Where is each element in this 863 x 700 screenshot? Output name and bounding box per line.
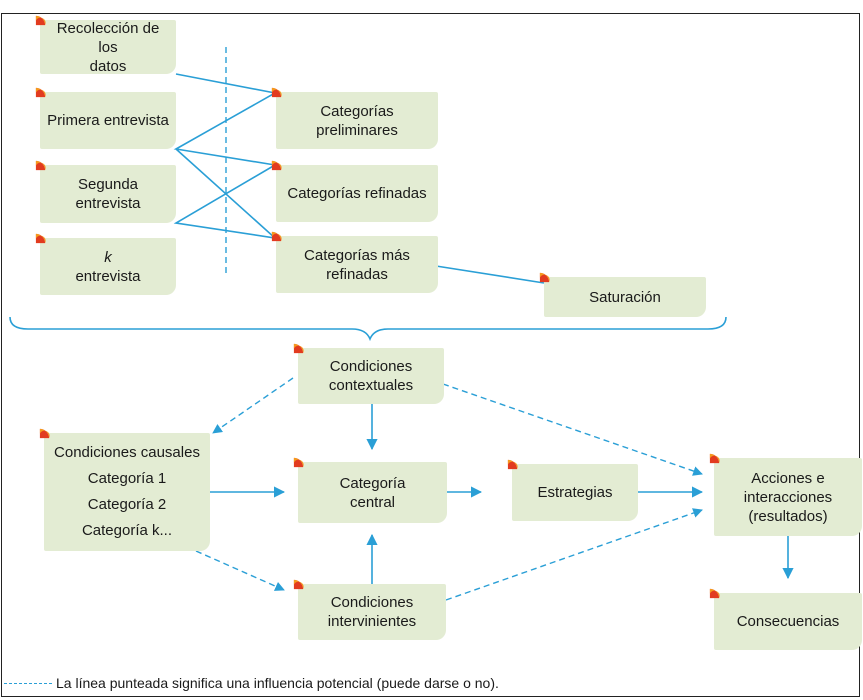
corner-tab-icon bbox=[39, 428, 50, 439]
box-consecuencias: Consecuencias bbox=[709, 588, 862, 650]
label-line: k bbox=[104, 248, 112, 266]
corner-tab-icon bbox=[293, 457, 304, 468]
corner-tab-icon bbox=[35, 233, 46, 244]
corner-tab-icon bbox=[271, 160, 282, 171]
label-line: Segunda entrevista bbox=[75, 176, 141, 212]
dashed-intervinientes-acciones bbox=[445, 508, 703, 601]
box-categorias-refinadas: Categorías refinadas bbox=[271, 160, 438, 222]
label-line: (resultados) bbox=[748, 507, 828, 525]
box-condiciones-contextuales: Condiciones contextuales bbox=[293, 343, 444, 404]
corner-tab-icon bbox=[271, 87, 282, 98]
legend: La línea punteada significa una influenc… bbox=[4, 675, 499, 691]
label-line: Acciones e bbox=[751, 469, 825, 487]
box-acciones-interacciones: Acciones e interacciones (resultados) bbox=[709, 453, 862, 536]
label-line: Categoría k... bbox=[81, 522, 173, 539]
brace bbox=[9, 316, 727, 342]
corner-tab-icon bbox=[271, 231, 282, 242]
label-line: Condiciones causales bbox=[54, 444, 200, 461]
label-line: Categoría 1 bbox=[87, 470, 167, 487]
label-line: intervinientes bbox=[327, 613, 417, 630]
label-line: Categorías refinadas bbox=[287, 185, 427, 202]
box-condiciones-intervinientes: Condiciones intervinientes bbox=[293, 579, 446, 640]
dashed-line-sample bbox=[4, 682, 52, 684]
box-primera-entrevista: Primera entrevista bbox=[35, 87, 176, 149]
corner-tab-icon bbox=[35, 15, 46, 26]
corner-tab-icon bbox=[539, 272, 550, 283]
dashed-contextuales-causales bbox=[212, 377, 294, 434]
label-line: Categoría bbox=[339, 474, 406, 492]
corner-tab-icon bbox=[35, 87, 46, 98]
box-estrategias: Estrategias bbox=[507, 459, 638, 521]
label-line: contextuales bbox=[328, 377, 414, 394]
label-line: Recolección de los bbox=[56, 19, 160, 56]
dashed-causales-intervinientes bbox=[195, 550, 285, 591]
label-line: Categorías más bbox=[304, 246, 410, 264]
label-line: entrevista bbox=[75, 267, 141, 285]
label-line: refinadas bbox=[326, 265, 388, 283]
label-line: Categorías preliminares bbox=[316, 102, 398, 139]
saturation-line bbox=[435, 265, 545, 284]
box-segunda-entrevista: Segunda entrevista bbox=[35, 160, 176, 223]
legend-text: La línea punteada significa una influenc… bbox=[56, 675, 499, 691]
label-line: Condiciones bbox=[329, 358, 413, 375]
corner-tab-icon bbox=[709, 588, 720, 599]
dashed-contextuales-acciones bbox=[442, 383, 703, 476]
corner-tab-icon bbox=[293, 343, 304, 354]
label-line: Categoría 2 bbox=[87, 496, 167, 513]
box-categorias-preliminares: Categorías preliminares bbox=[271, 87, 438, 149]
label-line: Saturación bbox=[589, 288, 661, 306]
corner-tab-icon bbox=[35, 160, 46, 171]
corner-tab-icon bbox=[507, 459, 518, 470]
label-line: Estrategias bbox=[537, 484, 613, 501]
corner-tab-icon bbox=[709, 453, 720, 464]
label-line: Primera entrevista bbox=[47, 112, 169, 129]
diagram-frame bbox=[1, 13, 860, 697]
label-line: central bbox=[349, 493, 396, 511]
box-saturacion: Saturación bbox=[539, 272, 706, 317]
box-condiciones-causales: Condiciones causales Categoría 1 Categor… bbox=[39, 428, 210, 551]
label-line: Consecuencias bbox=[736, 613, 840, 630]
label-line: Condiciones bbox=[330, 594, 414, 611]
label-line: datos bbox=[89, 57, 127, 75]
label-line: interacciones bbox=[743, 488, 833, 506]
corner-tab-icon bbox=[293, 579, 304, 590]
